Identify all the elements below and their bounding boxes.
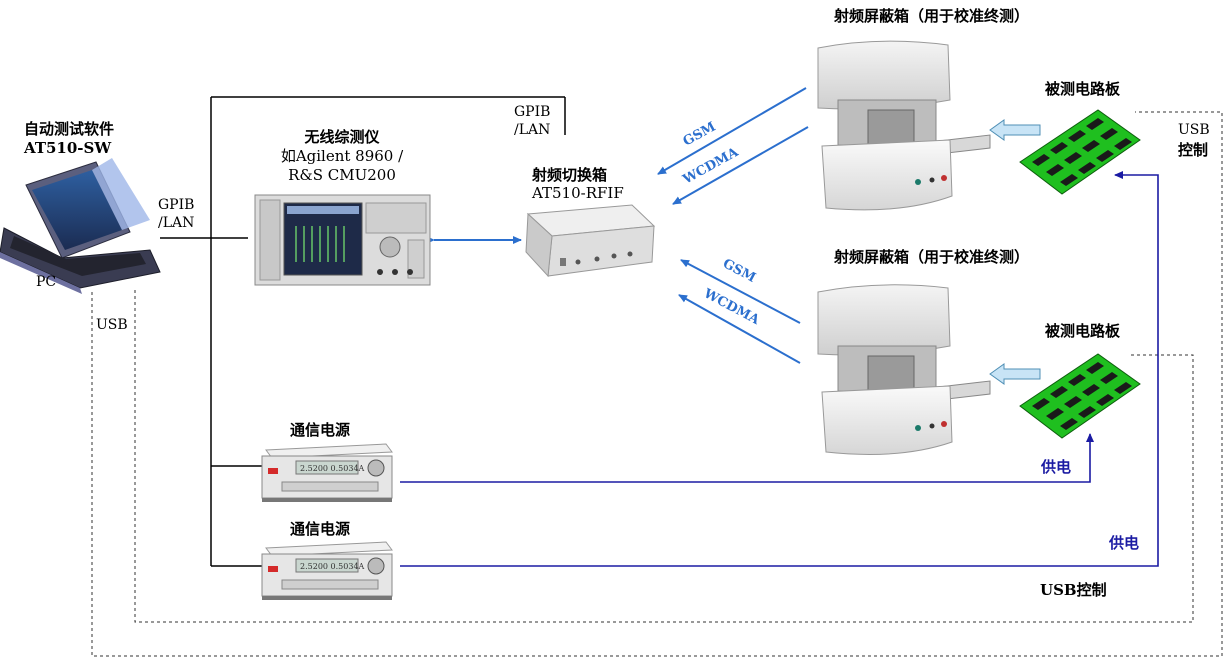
power-supply-image-1: 2.5200 0.5034A — [261, 443, 393, 502]
pc-laptop-image — [0, 158, 161, 294]
usb-control-line1: USB — [1178, 122, 1210, 138]
gsm-label-1: GSM — [681, 119, 719, 149]
instrument-model-2: R&S CMU200 — [288, 166, 396, 184]
usb-control-bottom: USB控制 — [1040, 581, 1107, 599]
gsm-label-2: GSM — [720, 256, 758, 286]
switch-name: 射频切换箱 — [532, 166, 608, 184]
push-arrow-1 — [989, 119, 1041, 141]
switch-model: AT510-RFIF — [532, 184, 624, 202]
pc-label: PC — [36, 274, 57, 290]
instrument-name: 无线综测仪 — [304, 128, 380, 146]
shield-box-title-2: 射频屏蔽箱（用于校准终测） — [834, 248, 1030, 266]
pc-gpib-label: GPIB — [158, 197, 195, 213]
power-supply-image-2: 2.5200 0.5034A — [261, 541, 393, 600]
power-display-1: 2.5200 0.5034A — [300, 464, 365, 473]
instrument-image — [254, 194, 431, 286]
power-supply-title-1: 通信电源 — [290, 421, 351, 439]
push-arrow-2 — [989, 363, 1041, 385]
wcdma-label-2: WCDMA — [700, 286, 762, 329]
rf-arrows — [657, 87, 809, 364]
rf-switch-image — [525, 204, 656, 278]
pc-lan-label: /LAN — [158, 215, 195, 231]
shield-box-image-1 — [817, 40, 991, 211]
shield-box-title-1: 射频屏蔽箱（用于校准终测） — [834, 7, 1030, 25]
power-label-1: 供电 — [1041, 458, 1072, 476]
power-supply-title-2: 通信电源 — [290, 520, 351, 538]
dut-board-image-2 — [1019, 353, 1141, 439]
usb-control-line2: 控制 — [1178, 141, 1209, 159]
power-label-2: 供电 — [1109, 534, 1140, 552]
power-lines — [400, 171, 1159, 567]
usb-cables — [91, 111, 1223, 657]
switch-gpib-label: GPIB — [514, 104, 551, 120]
software-model: AT510-SW — [24, 139, 112, 157]
instrument-model-1: 如Agilent 8960 / — [280, 147, 404, 165]
power-display-2: 2.5200 0.5034A — [300, 562, 365, 571]
dut-board-title-1: 被测电路板 — [1045, 80, 1121, 98]
shield-box-image-2 — [817, 284, 991, 455]
dut-board-title-2: 被测电路板 — [1045, 322, 1121, 340]
usb-label: USB — [96, 317, 128, 333]
dut-board-image-1 — [1019, 109, 1141, 195]
software-name: 自动测试软件 — [24, 120, 115, 138]
gpib-lan-bus — [160, 96, 566, 567]
switch-lan-label: /LAN — [514, 122, 551, 138]
